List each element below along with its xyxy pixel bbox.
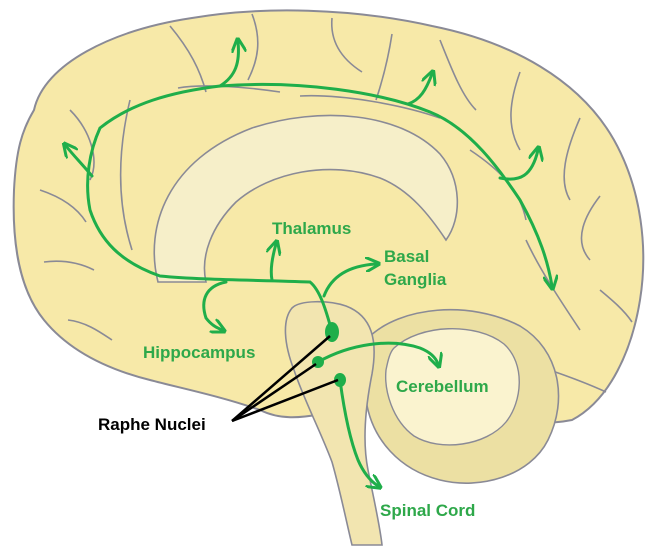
corpus-callosum xyxy=(153,114,459,283)
basal-ganglia-label-line2: Ganglia xyxy=(384,270,447,289)
hippocampus-label: Hippocampus xyxy=(143,343,255,362)
serotonin-pathways xyxy=(66,42,552,486)
raphe-nuclei-label: Raphe Nuclei xyxy=(98,415,206,434)
cerebellum-inner xyxy=(385,328,520,446)
gyri-lines xyxy=(39,13,633,393)
basal-ganglia-label-line1: Basal xyxy=(384,247,429,266)
thalamus-label: Thalamus xyxy=(272,219,351,238)
raphe-pointer-lines xyxy=(231,335,339,423)
spinal-cord-label: Spinal Cord xyxy=(380,501,475,520)
brainstem xyxy=(284,300,383,546)
cerebellum-label: Cerebellum xyxy=(396,377,489,396)
